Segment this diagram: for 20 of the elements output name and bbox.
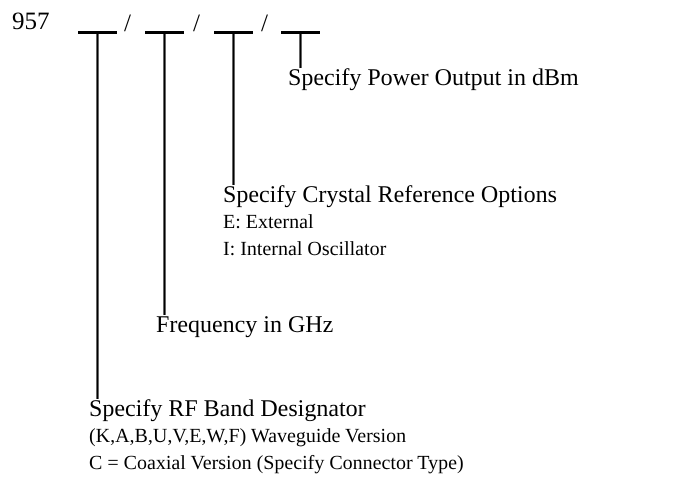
- option-text: I: Internal Oscillator: [223, 237, 386, 262]
- leader-line: [163, 34, 166, 315]
- separator-slash: /: [124, 10, 131, 38]
- leader-line: [299, 34, 302, 68]
- option-heading: Specify Power Output in dBm: [288, 65, 579, 92]
- fill-in-line: [281, 31, 320, 34]
- separator-slash: /: [261, 10, 268, 38]
- option-heading: Specify Crystal Reference Options: [223, 182, 557, 209]
- fill-in-line: [78, 31, 117, 34]
- option-heading: Specify RF Band Designator: [89, 396, 366, 423]
- fill-in-line: [145, 31, 184, 34]
- model-number: 957: [12, 8, 50, 36]
- option-text: C = Coaxial Version (Specify Connector Type): [89, 451, 464, 476]
- leader-line: [96, 34, 99, 399]
- option-heading: Frequency in GHz: [156, 312, 334, 339]
- option-text: (K,A,B,U,V,E,W,F) Waveguide Version: [89, 424, 406, 449]
- separator-slash: /: [193, 10, 200, 38]
- leader-line: [232, 34, 235, 185]
- option-text: E: External: [223, 210, 314, 235]
- fill-in-line: [214, 31, 253, 34]
